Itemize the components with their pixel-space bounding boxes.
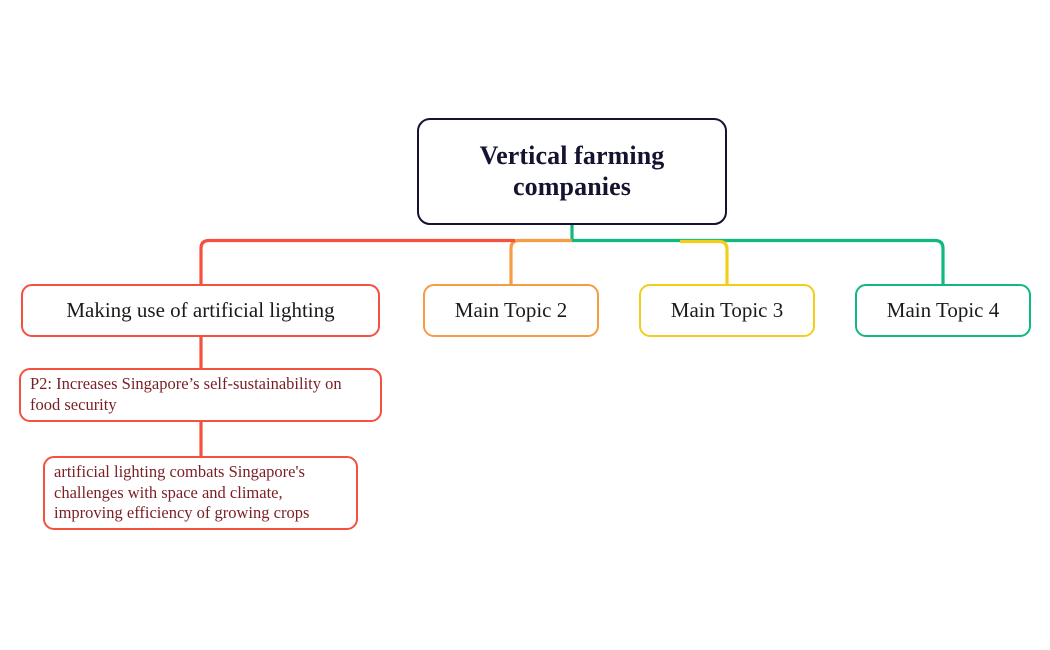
root-node-label: Vertical farming companies <box>479 140 665 201</box>
topic-node-1[interactable]: Making use of artificial lighting <box>21 284 380 337</box>
subtopic-node-p2-label: P2: Increases Singapore’s self-sustainab… <box>30 374 342 414</box>
topic-node-4-label: Main Topic 4 <box>886 298 1000 323</box>
subtopic-node-p2[interactable]: P2: Increases Singapore’s self-sustainab… <box>19 368 382 422</box>
connector-root-to-topic-4 <box>572 238 945 284</box>
connector-root-to-topic-2 <box>509 238 572 284</box>
topic-node-4[interactable]: Main Topic 4 <box>855 284 1031 337</box>
detail-node-artificial-lighting-label: artificial lighting combats Singapore's … <box>54 461 310 523</box>
topic-node-3-label: Main Topic 3 <box>670 298 784 323</box>
connector-root-to-topic-3 <box>680 239 729 284</box>
connector-root-to-topic-1 <box>199 238 515 284</box>
topic-node-2[interactable]: Main Topic 2 <box>423 284 599 337</box>
topic-node-3[interactable]: Main Topic 3 <box>639 284 815 337</box>
root-node[interactable]: Vertical farming companies <box>417 118 727 225</box>
topic-node-1-label: Making use of artificial lighting <box>66 298 335 323</box>
topic-node-2-label: Main Topic 2 <box>454 298 568 323</box>
detail-node-artificial-lighting[interactable]: artificial lighting combats Singapore's … <box>43 456 358 530</box>
